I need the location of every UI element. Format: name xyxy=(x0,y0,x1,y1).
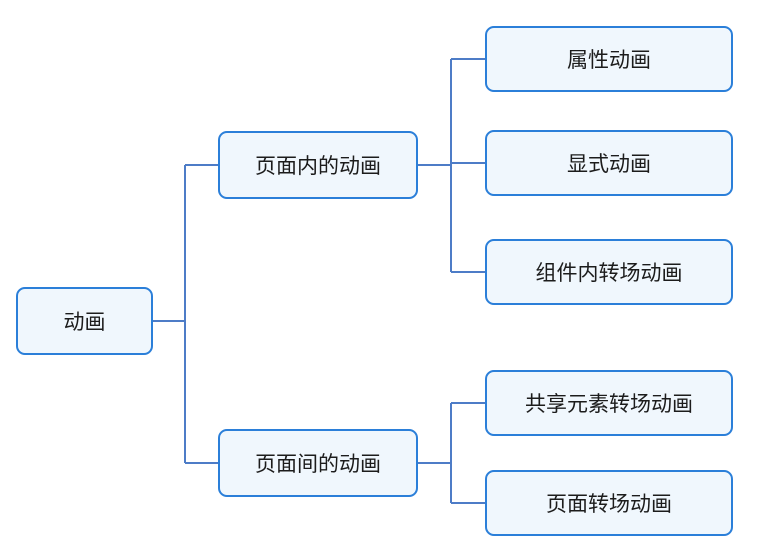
node-label: 共享元素转场动画 xyxy=(525,393,693,416)
node-leaf-explicit-animation[interactable]: 显式动画 xyxy=(485,130,733,196)
node-label: 页面间的动画 xyxy=(255,453,381,476)
node-branch-between-page-animation[interactable]: 页面间的动画 xyxy=(218,429,418,497)
node-label: 动画 xyxy=(63,311,106,334)
node-root-animation[interactable]: 动画 xyxy=(16,287,153,355)
node-label: 显式动画 xyxy=(567,153,651,176)
node-label: 页面内的动画 xyxy=(255,155,381,178)
node-label: 属性动画 xyxy=(567,49,651,72)
node-leaf-shared-element-transition-animation[interactable]: 共享元素转场动画 xyxy=(485,370,733,436)
node-leaf-component-transition-animation[interactable]: 组件内转场动画 xyxy=(485,239,733,305)
node-leaf-property-animation[interactable]: 属性动画 xyxy=(485,26,733,92)
node-leaf-page-transition-animation[interactable]: 页面转场动画 xyxy=(485,470,733,536)
node-branch-in-page-animation[interactable]: 页面内的动画 xyxy=(218,131,418,199)
node-label: 组件内转场动画 xyxy=(535,262,683,285)
node-label: 页面转场动画 xyxy=(546,493,672,516)
